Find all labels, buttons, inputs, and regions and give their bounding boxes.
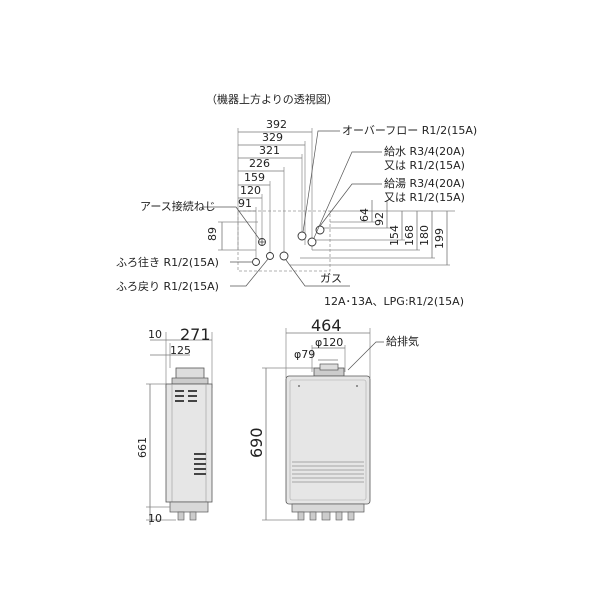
flue-leader xyxy=(347,341,384,371)
vertical-dimension-lines xyxy=(290,200,455,266)
dim-199: 199 xyxy=(433,228,446,249)
flue-label: 給排気 xyxy=(386,334,419,348)
overflow-leader xyxy=(302,130,340,233)
earth-leader xyxy=(202,206,261,241)
water-leader xyxy=(313,151,382,239)
gas-label: ガス xyxy=(320,272,342,285)
front-flue-outer: φ120 xyxy=(315,336,343,349)
bath-out-fitting-icon xyxy=(252,258,260,266)
top-view-title: （機器上方よりの透視図） xyxy=(206,92,338,106)
front-width: 464 xyxy=(311,316,342,335)
bath-return-fitting-icon xyxy=(266,252,274,260)
hotwater-label: 給湯 R3/4(20A) xyxy=(384,176,465,190)
hotwater-leader xyxy=(319,183,382,227)
earth-label: アース接続ねじ xyxy=(140,199,216,213)
bath-out-label: ふろ往き R1/2(15A) xyxy=(116,255,219,269)
side-depth: 271 xyxy=(180,325,211,344)
dim-92: 92 xyxy=(373,212,386,226)
gas-leader xyxy=(285,259,350,287)
side-vent-slots xyxy=(175,390,206,475)
side-body xyxy=(165,383,213,503)
dim-226: 226 xyxy=(249,157,270,170)
water-label: 給水 R3/4(20A) xyxy=(384,144,465,158)
dim-168: 168 xyxy=(403,225,416,246)
dim-159: 159 xyxy=(244,171,265,184)
dim-154: 154 xyxy=(388,225,401,246)
side-depth-offset: 10 xyxy=(148,328,162,341)
water-fitting-icon xyxy=(307,237,317,247)
dim-64: 64 xyxy=(358,208,371,222)
water-label-alt: 又は R1/2(15A) xyxy=(384,159,465,172)
side-fittings xyxy=(169,501,209,513)
dim-321: 321 xyxy=(259,144,280,157)
side-height: 661 xyxy=(136,437,149,458)
fittings xyxy=(252,225,325,266)
gas-spec-label: 12A･13A、LPG:R1/2(15A) xyxy=(324,295,464,308)
dim-180: 180 xyxy=(418,225,431,246)
dim-91: 91 xyxy=(238,197,252,210)
front-flue-inner: φ79 xyxy=(294,348,315,361)
bath-return-label: ふろ戻り R1/2(15A) xyxy=(116,280,219,293)
hotwater-label-alt: 又は R1/2(15A) xyxy=(384,191,465,204)
front-height: 690 xyxy=(247,427,266,458)
dim-329: 329 xyxy=(262,131,283,144)
front-body xyxy=(285,375,371,505)
dim-392: 392 xyxy=(266,118,287,131)
overflow-fitting-icon xyxy=(297,231,307,241)
dim-120: 120 xyxy=(240,184,261,197)
side-view: 10 271 125 661 10 xyxy=(136,325,213,525)
dim-89: 89 xyxy=(206,227,219,241)
side-bottom-offset: 10 xyxy=(148,512,162,525)
front-view: 464 φ120 φ79 給排気 xyxy=(247,316,419,521)
top-view: （機器上方よりの透視図） 392 329 321 226 159 120 91 xyxy=(116,92,477,308)
front-fittings xyxy=(291,503,365,513)
overflow-label: オーバーフロー R1/2(15A) xyxy=(342,124,477,137)
front-vent-grille xyxy=(292,461,364,483)
side-flue-offset: 125 xyxy=(170,344,191,357)
bath-return-leader xyxy=(230,258,269,287)
gas-fitting-icon xyxy=(279,251,289,261)
horizontal-dimension-lines xyxy=(237,128,313,262)
